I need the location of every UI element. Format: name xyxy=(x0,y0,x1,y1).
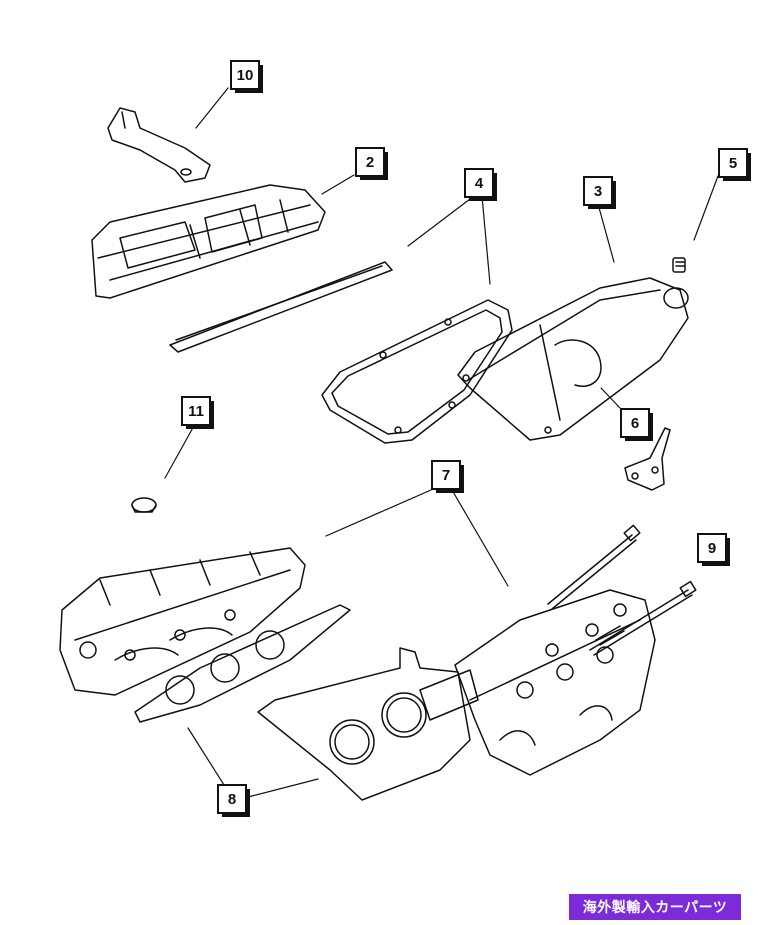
bracket-part-6 xyxy=(624,427,671,491)
valve-cover-part-2 xyxy=(91,184,326,299)
valve-cover-gasket-left xyxy=(169,261,393,353)
gasket-part-4 xyxy=(321,299,513,444)
callout-6: 6 xyxy=(620,408,653,441)
callout-3: 3 xyxy=(583,176,616,209)
valve-cover-part-3 xyxy=(457,277,689,441)
callout-10: 10 xyxy=(230,60,263,93)
head-gasket-right xyxy=(257,647,471,801)
callout-2: 2 xyxy=(355,147,388,180)
callout-5: 5 xyxy=(718,148,751,181)
leader-lines xyxy=(164,87,719,798)
breather-part-5 xyxy=(672,257,686,273)
bracket-part-10 xyxy=(107,107,211,183)
cylinder-head-right xyxy=(419,589,656,776)
callout-8: 8 xyxy=(217,784,250,817)
watermark-banner: 海外製輸入カーパーツ xyxy=(569,894,741,920)
cylinder-head-left xyxy=(59,547,306,696)
head-bolts-part-9 xyxy=(547,524,697,656)
head-gasket-left xyxy=(134,604,351,723)
callout-4: 4 xyxy=(464,168,497,201)
callout-9: 9 xyxy=(697,533,730,566)
plug-part-11 xyxy=(131,497,157,513)
callout-11: 11 xyxy=(181,396,214,429)
callout-7: 7 xyxy=(431,460,464,493)
